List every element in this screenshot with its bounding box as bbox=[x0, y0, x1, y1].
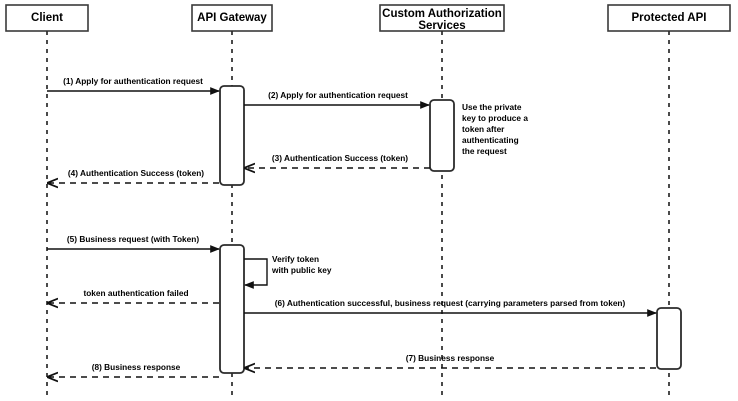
lifeline-protected_api[interactable]: Protected API bbox=[607, 4, 731, 395]
activation-bar-auth-act-1[interactable] bbox=[429, 99, 455, 172]
message-label-8: (8) Business response bbox=[92, 362, 181, 372]
lifelines-layer: Client API Gateway Custom AuthorizationSer… bbox=[5, 4, 731, 395]
lifeline-label-custom_auth: Custom Authorization bbox=[382, 8, 502, 20]
lifeline-label-api_gateway: API Gateway bbox=[197, 12, 267, 24]
lifeline-label-protected_api: Protected API bbox=[632, 12, 707, 24]
message-custom_auth-to-api_gateway-3[interactable]: (3) Authentication Success (token) bbox=[245, 153, 430, 168]
message-label-failed: token authentication failed bbox=[83, 288, 188, 298]
activation-bar-papi-act-1[interactable] bbox=[656, 307, 682, 370]
message-label-3: (3) Authentication Success (token) bbox=[272, 153, 408, 163]
message-label-7: (7) Business response bbox=[406, 353, 495, 363]
lifeline-label-client: Client bbox=[31, 12, 63, 24]
note-line-private-key-note-3: authenticating bbox=[462, 135, 519, 145]
lifeline-header-box-custom_auth[interactable] bbox=[379, 4, 505, 32]
messages-layer: (1) Apply for authentication request (2) … bbox=[47, 76, 657, 377]
note-line-private-key-note-1: key to produce a bbox=[462, 113, 528, 123]
self-message-label-verify-token-line2: with public key bbox=[271, 265, 332, 275]
lifeline-header-box-api_gateway[interactable] bbox=[191, 4, 273, 32]
activations-layer bbox=[219, 85, 682, 374]
message-api_gateway-to-client-failed[interactable]: token authentication failed bbox=[48, 288, 219, 303]
message-client-to-api_gateway-1[interactable]: (1) Apply for authentication request bbox=[47, 76, 220, 95]
lifeline-header-box-protected_api[interactable] bbox=[607, 4, 731, 32]
message-protected_api-to-api_gateway-7[interactable]: (7) Business response bbox=[245, 353, 656, 368]
self-message-label-verify-token: Verify token bbox=[272, 254, 319, 264]
message-label-1: (1) Apply for authentication request bbox=[63, 76, 203, 86]
lifeline-api_gateway[interactable]: API Gateway bbox=[191, 4, 273, 395]
message-api_gateway-to-client-8[interactable]: (8) Business response bbox=[48, 362, 219, 377]
self-message-arrow-verify-token bbox=[244, 258, 268, 289]
message-api_gateway-to-client-4[interactable]: (4) Authentication Success (token) bbox=[48, 168, 219, 183]
lifeline-label-custom_auth-line2: Services bbox=[418, 20, 465, 32]
note-line-private-key-note-0: Use the private bbox=[462, 102, 522, 112]
message-label-2: (2) Apply for authentication request bbox=[268, 90, 408, 100]
activation-bar-gw-act-2[interactable] bbox=[219, 244, 245, 374]
message-client-to-api_gateway-5[interactable]: (5) Business request (with Token) bbox=[47, 234, 220, 253]
message-api_gateway-to-custom_auth-2[interactable]: (2) Apply for authentication request bbox=[244, 90, 430, 109]
lifeline-client[interactable]: Client bbox=[5, 4, 89, 395]
message-label-6: (6) Authentication successful, business … bbox=[275, 298, 626, 308]
note-line-private-key-note-2: token after bbox=[462, 124, 505, 134]
activation-bar-gw-act-1[interactable] bbox=[219, 85, 245, 186]
message-api_gateway-to-protected_api-6[interactable]: (6) Authentication successful, business … bbox=[244, 298, 657, 317]
message-label-4: (4) Authentication Success (token) bbox=[68, 168, 204, 178]
note-line-private-key-note-4: the request bbox=[462, 146, 507, 156]
message-label-5: (5) Business request (with Token) bbox=[67, 234, 199, 244]
